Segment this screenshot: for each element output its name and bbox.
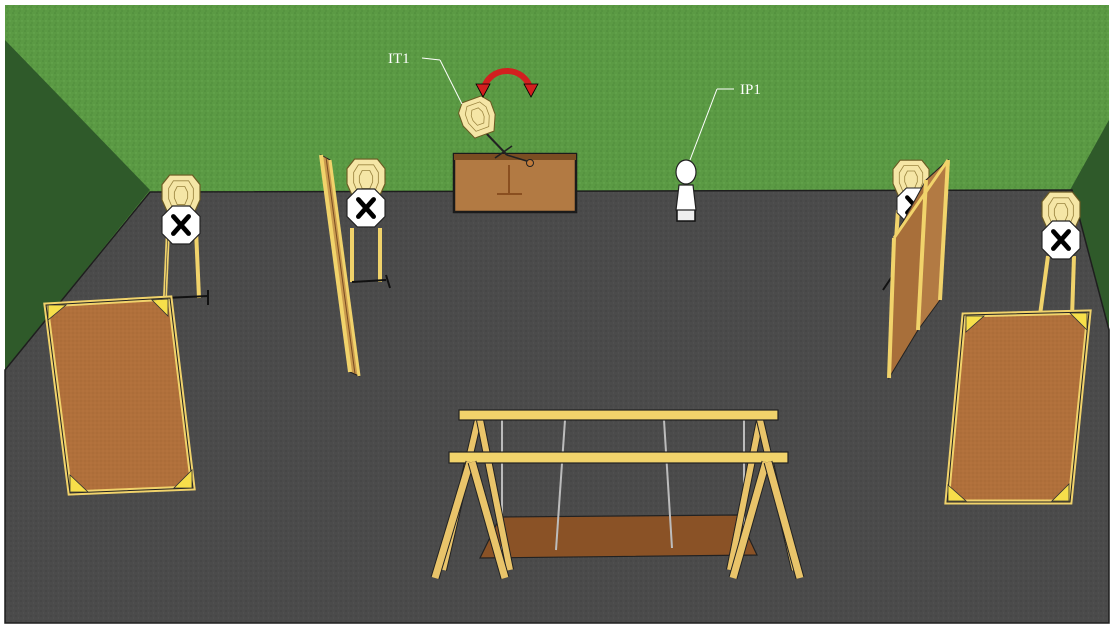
swinger-panel — [454, 154, 576, 212]
left-barrier-panel — [46, 298, 193, 493]
no-shoot-icon — [347, 189, 385, 227]
no-shoot-icon — [162, 206, 200, 244]
right-barrier-panel — [947, 312, 1089, 502]
ip1-label: IP1 — [740, 82, 761, 98]
no-shoot-icon — [1042, 221, 1080, 259]
popper-icon — [676, 160, 696, 221]
it1-label: IT1 — [388, 51, 410, 67]
